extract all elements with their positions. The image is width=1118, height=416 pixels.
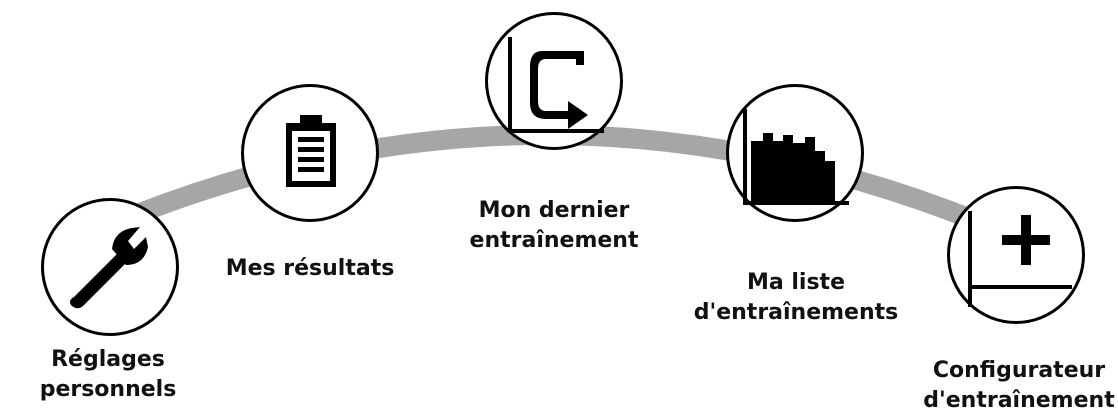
label-reglages-personnels: Réglages personnels <box>39 347 177 402</box>
menu-item-configurateur-dentrainement[interactable] <box>947 186 1085 324</box>
plus-icon <box>968 211 1072 307</box>
repeat-arrow-icon <box>508 37 604 133</box>
menu-item-reglages-personnels[interactable] <box>41 198 179 336</box>
label-mon-dernier-entrainement: Mon dernier entraînement <box>469 198 639 253</box>
label-configurateur-dentrainement: Configurateur d'entraînement <box>923 358 1115 413</box>
clipboard-icon <box>286 115 336 187</box>
label-mes-resultats: Mes résultats <box>225 256 395 281</box>
menu-item-ma-liste-dentrainements[interactable] <box>726 84 864 222</box>
menu-item-mon-dernier-entrainement[interactable] <box>485 12 623 150</box>
wrench-icon <box>70 227 148 309</box>
menu-item-mes-resultats[interactable] <box>241 84 379 222</box>
label-ma-liste-dentrainements: Ma liste d'entraînements <box>693 270 899 325</box>
bar-profile-icon <box>743 109 849 205</box>
